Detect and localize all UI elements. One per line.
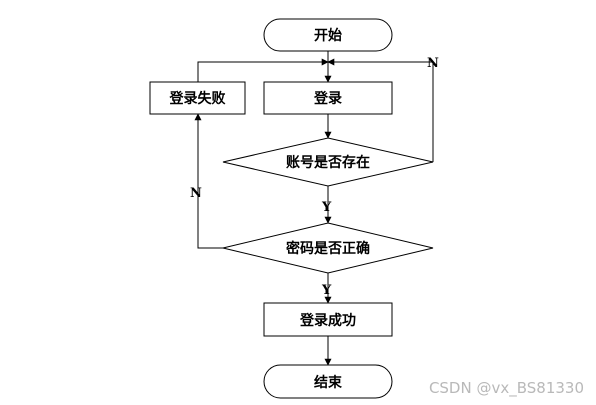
login-node: 登录 <box>263 81 393 115</box>
edge-account-no-loop <box>327 58 434 162</box>
login-failed-node: 登录失败 <box>149 81 246 115</box>
edge-password-no <box>194 113 223 249</box>
start-label: 开始 <box>314 27 342 44</box>
password-no-label: N <box>190 186 202 201</box>
account-yes-label: Y <box>321 200 332 215</box>
password-correct-decision: 密码是否正确 <box>222 222 434 274</box>
password-yes-label: Y <box>321 283 332 298</box>
login-success-label: 登录成功 <box>299 312 356 329</box>
account-no-label: N <box>427 56 439 71</box>
password-correct-label: 密码是否正确 <box>285 240 370 257</box>
account-exists-decision: 账号是否存在 <box>222 137 434 187</box>
edge-login-failed-return <box>197 58 329 82</box>
end-label: 结束 <box>314 374 343 391</box>
watermark-text: CSDN @vx_BS81330 <box>428 379 584 397</box>
login-success-node: 登录成功 <box>263 302 393 337</box>
login-label: 登录 <box>313 90 342 107</box>
login-failed-label: 登录失败 <box>169 90 227 107</box>
end-node: 结束 <box>263 364 393 399</box>
start-node: 开始 <box>263 18 393 52</box>
account-exists-label: 账号是否存在 <box>286 154 370 171</box>
